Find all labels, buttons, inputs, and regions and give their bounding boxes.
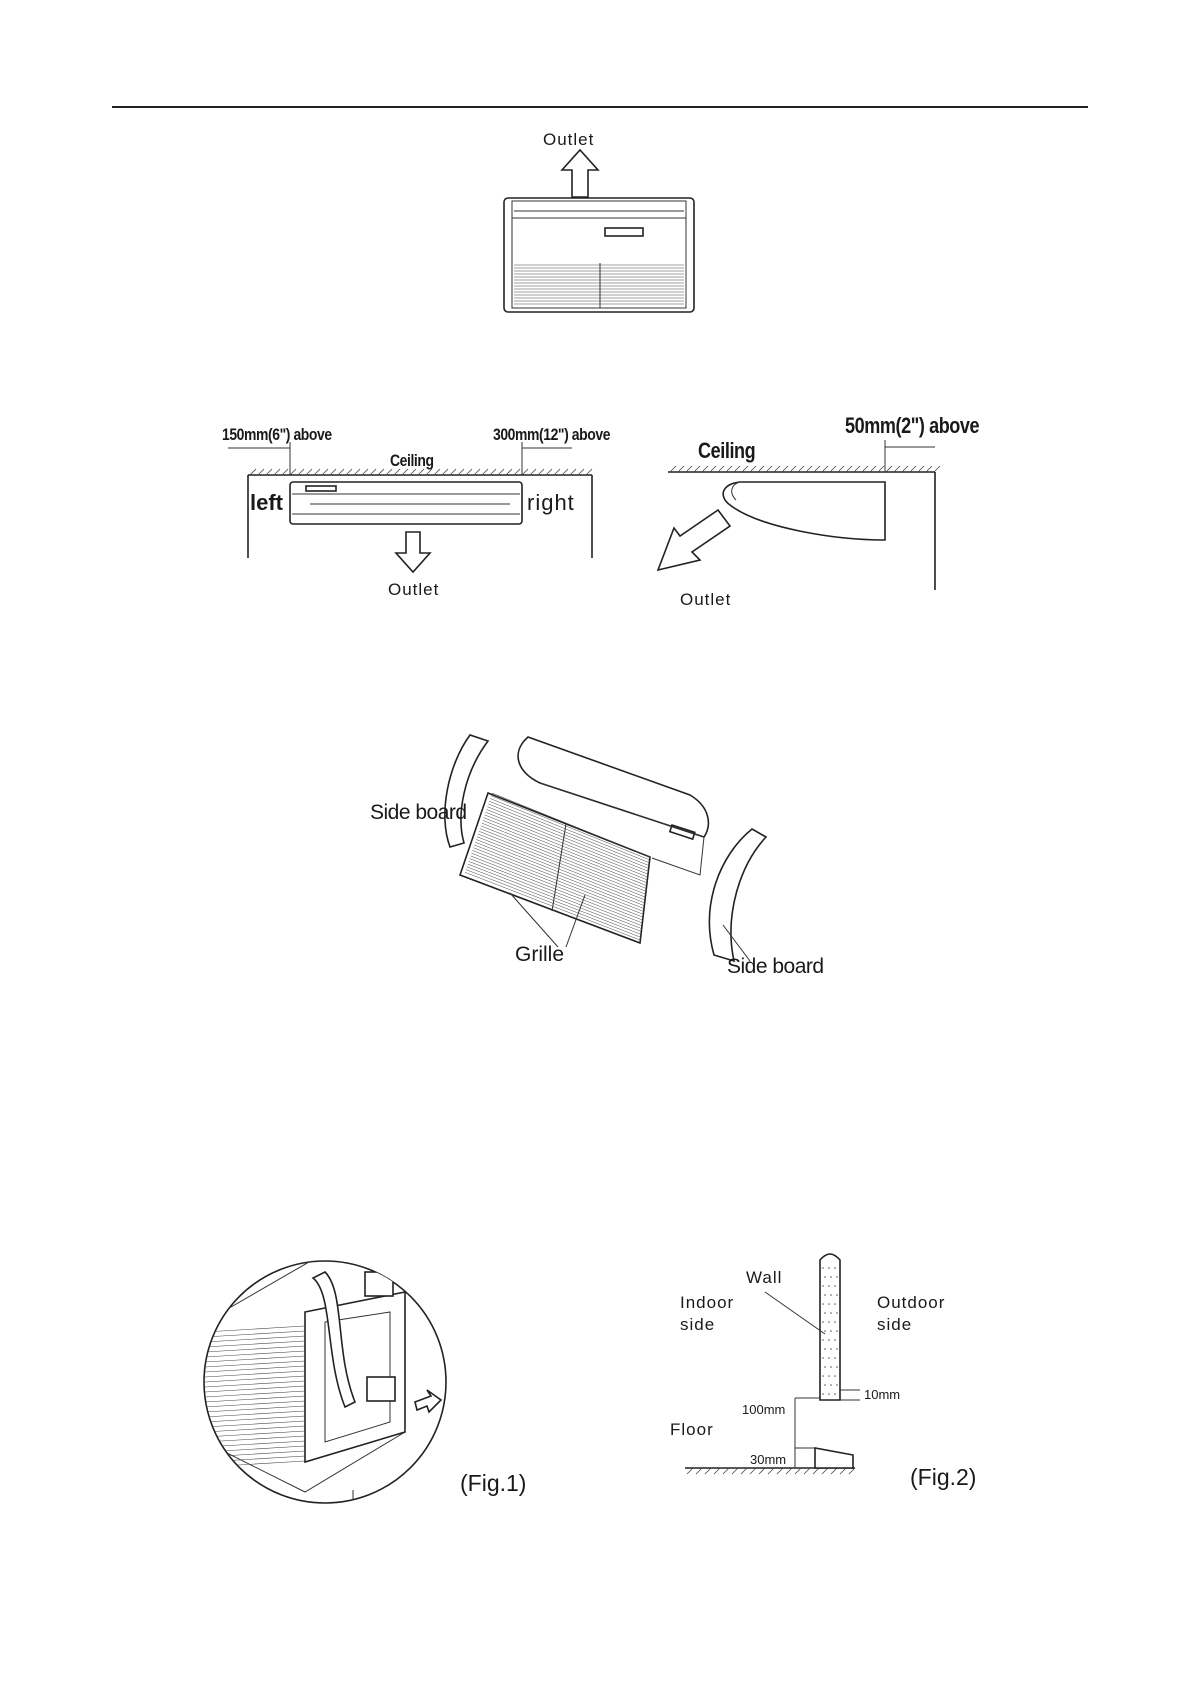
outdoor-side-label: Outdoor side	[877, 1292, 945, 1336]
fig2-figure: Wall Indoor side Outdoor side 10mm 100mm…	[665, 1250, 1005, 1500]
outlet-label-top: Outlet	[543, 130, 594, 150]
grille-label: Grille	[515, 943, 564, 967]
fig1-caption: (Fig.1)	[460, 1470, 526, 1497]
unit-top-view-drawing	[490, 125, 710, 315]
side-clearance-label: 50mm(2") above	[845, 413, 979, 439]
side-board-label-right: Side board	[727, 955, 824, 979]
wall-label: Wall	[746, 1268, 782, 1288]
indoor-side-label: Indoor side	[680, 1292, 734, 1336]
dim-100mm-label: 100mm	[742, 1402, 785, 1417]
fig2-drawing	[665, 1250, 1005, 1500]
outlet-label-front: Outlet	[388, 580, 439, 600]
side-board-label-left: Side board	[370, 801, 467, 825]
ceiling-label-side: Ceiling	[698, 438, 755, 464]
side-board-drawing	[360, 725, 840, 985]
ceiling-label-front: Ceiling	[390, 451, 434, 471]
fig2-caption: (Fig.2)	[910, 1464, 976, 1491]
dim-10mm-label: 10mm	[864, 1387, 900, 1402]
ceiling-side-figure: 50mm(2") above Ceiling Outlet	[640, 410, 980, 620]
side-board-figure: Side board Grille Side board	[360, 725, 840, 985]
ceiling-side-drawing	[640, 410, 980, 620]
header-rule	[112, 106, 1088, 108]
right-side-label: right	[527, 490, 575, 516]
unit-top-view-figure: Outlet	[490, 125, 710, 315]
dim-30mm-label: 30mm	[750, 1452, 786, 1467]
right-clearance-label: 300mm(12") above	[493, 425, 610, 445]
fig1-figure: (Fig.1)	[205, 1232, 565, 1532]
left-side-label: left	[250, 490, 283, 516]
left-clearance-label: 150mm(6") above	[222, 425, 332, 445]
ceiling-front-figure: 150mm(6") above 300mm(12") above Ceiling…	[220, 420, 600, 610]
floor-label: Floor	[670, 1420, 714, 1440]
outlet-label-side: Outlet	[680, 590, 731, 610]
